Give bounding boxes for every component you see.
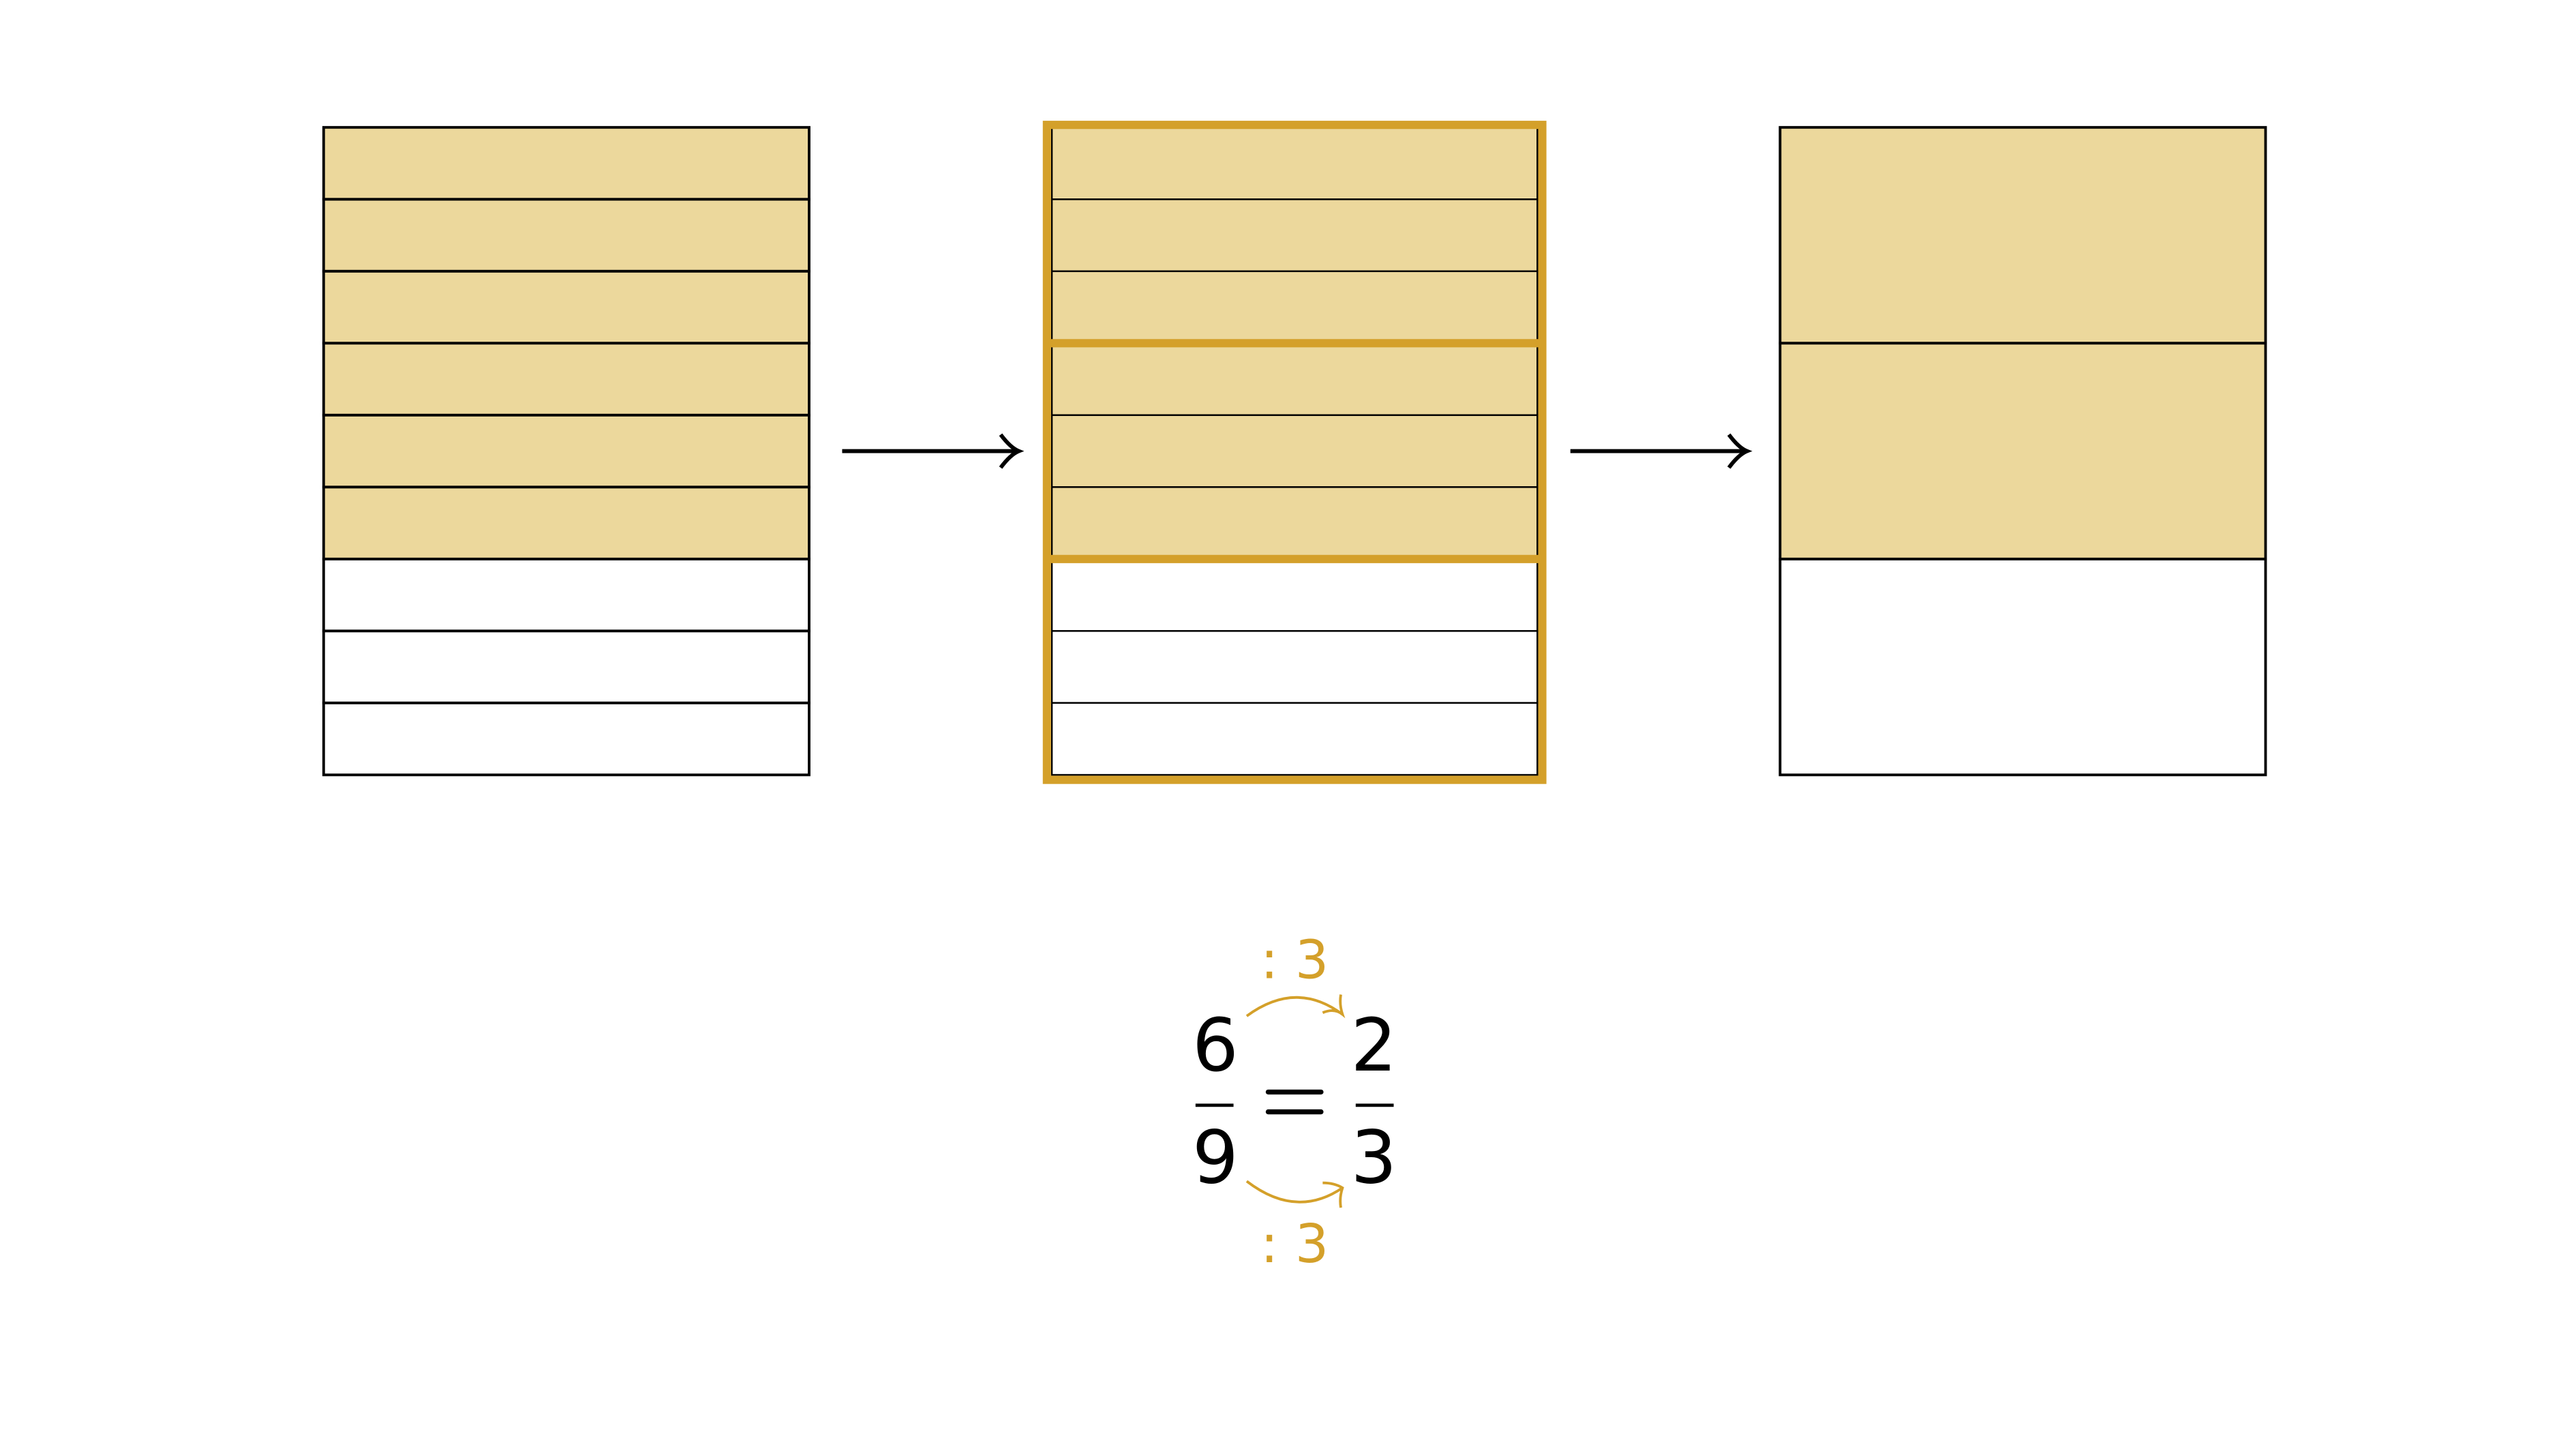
bottom-curved-arrow-icon — [1245, 1180, 1344, 1208]
shaded-part — [1050, 486, 1539, 561]
unshaded-part — [1778, 557, 2267, 777]
fraction-bar-thirds — [1778, 125, 2267, 777]
shaded-part — [322, 125, 810, 201]
bottom-operation: : 3 — [1260, 1214, 1329, 1275]
fraction-bar-ninths — [322, 125, 810, 777]
shaded-part — [1778, 342, 2267, 561]
unshaded-part — [1050, 702, 1539, 776]
shaded-part — [322, 486, 810, 561]
shaded-part — [322, 413, 810, 489]
left-numerator: 6 — [1192, 1004, 1239, 1088]
equation: : 3 6 9 = 2 3 : 3 — [1192, 929, 1397, 1275]
top-curved-arrow-icon — [1245, 994, 1346, 1019]
unshaded-part — [1050, 630, 1539, 704]
equals-text: = — [1294, 1105, 1296, 1107]
shaded-part — [1778, 125, 2267, 345]
shaded-part — [1050, 198, 1539, 273]
left-denominator: 9 — [1192, 1116, 1239, 1201]
unshaded-part — [322, 629, 810, 704]
unshaded-part — [1050, 558, 1539, 632]
shaded-part — [1050, 342, 1539, 417]
unshaded-part — [322, 557, 810, 633]
fraction-bar-ninths-grouped — [1042, 121, 1547, 784]
equals-sign — [1265, 1089, 1324, 1115]
shaded-part — [1050, 414, 1539, 488]
shaded-part — [322, 342, 810, 417]
shaded-part — [1050, 270, 1539, 344]
arrow-2 — [1570, 433, 1753, 469]
fraction-bars — [322, 121, 2267, 784]
shaded-part — [322, 269, 810, 345]
unshaded-part — [322, 701, 810, 777]
shaded-part — [322, 198, 810, 273]
group-outline — [1042, 121, 1547, 784]
right-numerator: 2 — [1351, 1004, 1397, 1088]
right-denominator: 3 — [1351, 1116, 1397, 1201]
top-operation: : 3 — [1260, 929, 1329, 991]
shaded-part — [1050, 126, 1539, 200]
arrow-1 — [842, 433, 1025, 469]
